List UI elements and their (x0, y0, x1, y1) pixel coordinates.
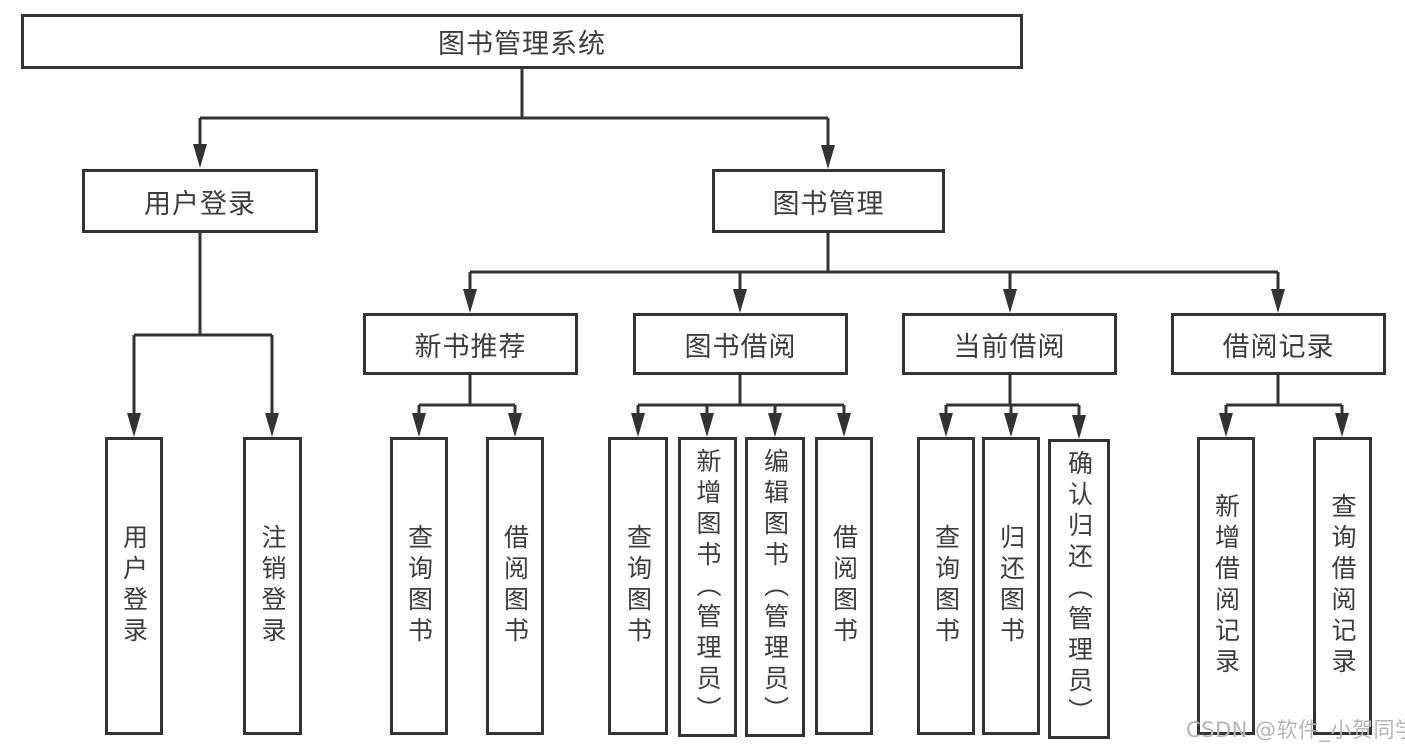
node-label: 借阅图书 (500, 524, 530, 648)
node-label: 编辑图书（管理员） (760, 447, 790, 727)
arrowhead-icon (508, 413, 522, 437)
connector-bookmgmt-to-level2 (468, 233, 1280, 290)
node-label: 用户登录 (144, 188, 256, 220)
leaf-add-borrow-record: 新增借阅记录 (1197, 437, 1255, 735)
arrowhead-icon (1219, 413, 1233, 437)
arrowhead-icon (193, 144, 207, 168)
node-label: 查询图书 (404, 524, 434, 648)
node-label: 借阅记录 (1222, 331, 1335, 363)
leaf-confirm-return-admin: 确认归还（管理员） (1048, 439, 1110, 739)
node-label: 确认归还（管理员） (1064, 449, 1094, 729)
arrowhead-icon (700, 413, 714, 437)
node-label: 图书管理 (772, 188, 885, 220)
node-borrowing-records: 借阅记录 (1171, 313, 1386, 375)
arrowhead-icon (1335, 413, 1349, 437)
node-book-management: 图书管理 (712, 169, 945, 233)
leaf-query-borrow-record: 查询借阅记录 (1313, 437, 1372, 735)
arrowhead-icon (631, 413, 645, 437)
node-label: 借阅图书 (829, 524, 859, 648)
csdn-watermark: CSDN @软件_小贺同学 (1186, 718, 1405, 742)
node-label: 归还图书 (996, 524, 1026, 648)
node-label: 查询借阅记录 (1328, 493, 1357, 679)
arrowhead-icon (463, 289, 477, 313)
node-user-login: 用户登录 (82, 169, 318, 233)
leaf-query-books-current: 查询图书 (917, 437, 975, 735)
node-new-book-recommendation: 新书推荐 (363, 313, 578, 375)
node-label: 新书推荐 (414, 331, 527, 363)
arrowhead-icon (1003, 289, 1017, 313)
node-current-borrowing: 当前借阅 (902, 313, 1117, 375)
arrowhead-icon (127, 413, 141, 437)
node-library-management-system: 图书管理系统 (21, 14, 1023, 69)
node-label: 新增借阅记录 (1211, 493, 1241, 679)
connector-root-to-level1 (198, 69, 830, 146)
connector-current-to-leaves (944, 375, 1081, 417)
leaf-add-book-admin: 新增图书（管理员） (678, 437, 737, 737)
leaf-query-books-recommend: 查询图书 (390, 437, 448, 735)
node-label: 图书借阅 (684, 331, 797, 363)
leaf-edit-book-admin: 编辑图书（管理员） (745, 437, 805, 737)
leaf-query-books-borrow: 查询图书 (608, 437, 668, 735)
node-label: 图书管理系统 (438, 29, 606, 60)
leaf-borrow-books-recommend: 借阅图书 (486, 437, 544, 735)
arrowhead-icon (265, 413, 279, 437)
arrowhead-icon (412, 413, 426, 437)
leaf-logout: 注销登录 (243, 437, 302, 735)
leaf-return-book: 归还图书 (982, 437, 1040, 735)
node-label: 查询图书 (931, 524, 961, 648)
node-label: 查询图书 (623, 524, 653, 648)
node-label: 新增图书（管理员） (693, 447, 722, 727)
arrowhead-icon (821, 145, 835, 169)
leaf-borrow-book: 借阅图书 (815, 437, 873, 735)
connector-borrow-to-leaves (636, 375, 846, 415)
arrowhead-icon (1004, 413, 1018, 437)
arrowhead-icon (733, 289, 747, 313)
connector-newbook-to-leaves (417, 375, 517, 415)
arrowhead-icon (1271, 289, 1285, 313)
leaf-user-login: 用户登录 (105, 437, 163, 735)
arrowhead-icon (837, 413, 851, 437)
arrowhead-icon (939, 413, 953, 437)
node-label: 当前借阅 (953, 331, 1066, 363)
arrowhead-icon (768, 413, 782, 437)
connector-userlogin-to-leaves (132, 233, 274, 415)
node-label: 用户登录 (119, 524, 149, 648)
node-label: 注销登录 (258, 524, 287, 648)
connector-records-to-leaves (1224, 375, 1344, 415)
node-book-borrowing: 图书借阅 (633, 313, 848, 375)
arrowhead-icon (1072, 415, 1086, 439)
